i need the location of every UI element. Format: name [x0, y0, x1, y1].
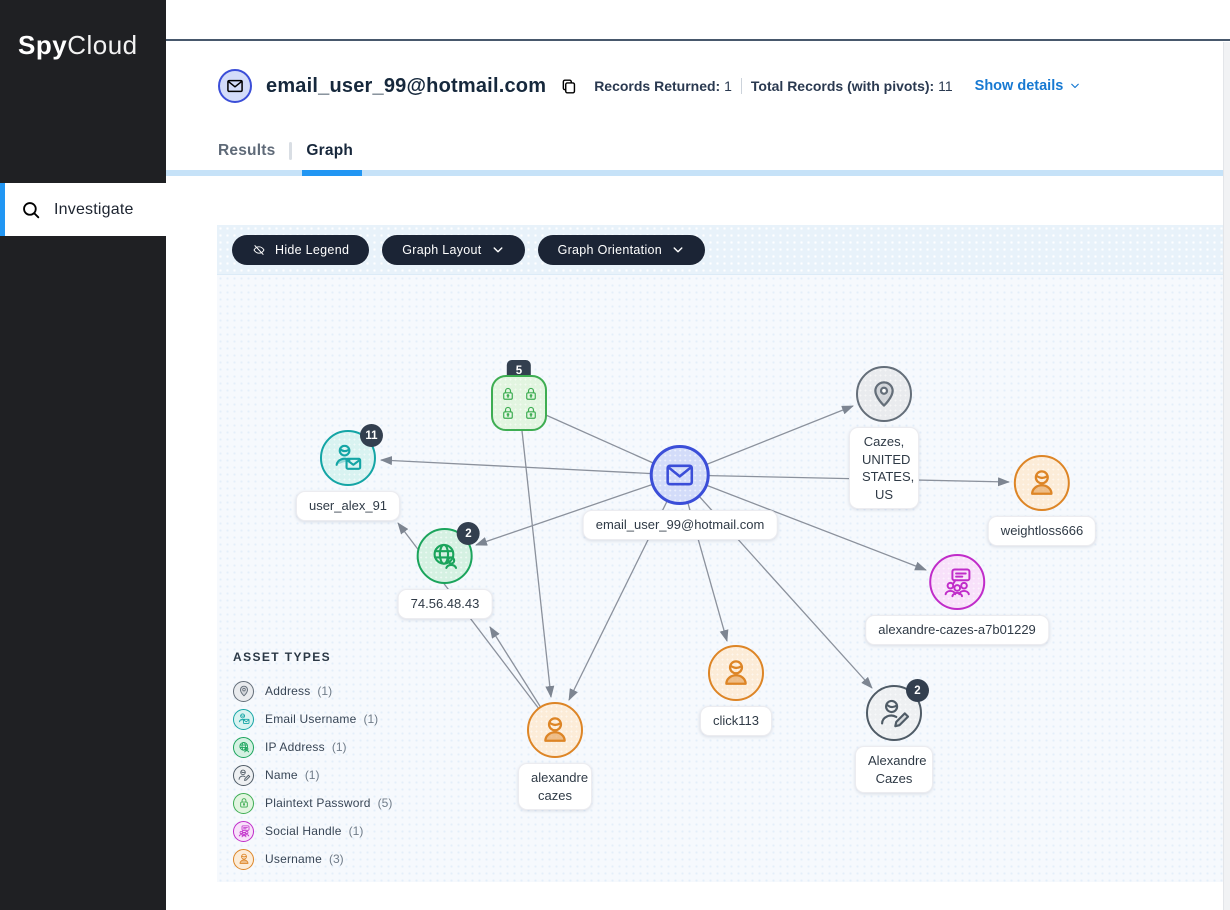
active-tab-underline [302, 170, 362, 176]
legend-item-name: Name (1) [233, 761, 392, 789]
map-pin-icon [233, 680, 254, 702]
node-label: click113 [699, 706, 773, 736]
legend-item-social: Social Handle (1) [233, 817, 392, 845]
node-label: alexandre-cazes-a7b01229 [865, 615, 1049, 645]
show-details-link[interactable]: Show details [975, 78, 1082, 94]
tab-results[interactable]: Results [218, 141, 276, 159]
sidebar-item-investigate[interactable]: Investigate [0, 183, 166, 236]
graph-node-alexandre-cazes[interactable]: alexandre cazes [518, 702, 592, 811]
node-label: user_alex_91 [295, 491, 401, 521]
graph-node-ip-74-56-48-43[interactable]: 2 74.56.48.43 [397, 522, 493, 619]
graph-node-email[interactable]: email_user_99@hotmail.com [582, 445, 778, 540]
node-count-badge: 2 [906, 679, 929, 702]
scrollbar[interactable] [1223, 42, 1230, 910]
node-label: 74.56.48.43 [397, 589, 493, 619]
group-chat-icon [233, 820, 254, 842]
search-icon [23, 201, 40, 218]
graph-layout-button[interactable]: Graph Layout [382, 234, 525, 265]
top-bar [166, 0, 1230, 41]
legend-count: (1) [304, 768, 320, 782]
legend-count: (1) [348, 824, 364, 838]
asset-types-legend: ASSET TYPES Address(1)Email Username(1)I… [233, 650, 392, 873]
person-icon [233, 848, 254, 870]
node-count-badge: 2 [457, 522, 480, 545]
node-label: Cazes, UNITED STATES, US [849, 427, 919, 510]
map-pin-icon [856, 366, 912, 422]
legend-title: ASSET TYPES [233, 650, 332, 664]
records-returned: Records Returned: 1 [594, 78, 732, 94]
sidebar-item-label: Investigate [54, 200, 134, 218]
graph-node-social-handle[interactable]: alexandre-cazes-a7b01229 [865, 554, 1049, 645]
legend-label: Username [265, 852, 322, 866]
graph-node-passwords[interactable]: 5 [491, 360, 547, 431]
logo-text-cloud: Cloud [67, 30, 138, 60]
node-count-badge: 5 [506, 360, 532, 382]
person-icon [527, 702, 583, 758]
node-label: alexandre cazes [518, 763, 592, 811]
legend-label: Plaintext Password [265, 796, 371, 810]
legend-count: (1) [363, 712, 379, 726]
chevron-down-icon [1071, 83, 1080, 89]
stats-divider [740, 78, 742, 94]
legend-label: IP Address [265, 740, 325, 754]
graph-canvas[interactable]: ASSET TYPES Address(1)Email Username(1)I… [217, 275, 1224, 882]
legend-label: Social Handle [265, 824, 342, 838]
node-label: email_user_99@hotmail.com [582, 510, 778, 540]
chevron-down-icon [493, 246, 503, 252]
tab-divider [289, 141, 293, 160]
envelope-icon [650, 445, 710, 505]
globe-person-icon [233, 736, 254, 758]
lock-icon: 5 [491, 360, 547, 431]
legend-count: (1) [331, 740, 347, 754]
graph-node-address-cazes[interactable]: Cazes, UNITED STATES, US [849, 366, 919, 510]
eye-slash-icon [253, 244, 265, 255]
graph-node-user-alex-91[interactable]: 11 user_alex_91 [295, 424, 401, 521]
graph-orientation-button[interactable]: Graph Orientation [537, 234, 706, 265]
graph-panel: Hide Legend Graph Layout Graph Orientati… [217, 225, 1224, 882]
chevron-down-icon [673, 246, 683, 252]
main-content: email_user_99@hotmail.com Records Return… [166, 0, 1230, 910]
record-stats: Records Returned: 1 Total Records (with … [594, 78, 953, 94]
hide-legend-button[interactable]: Hide Legend [232, 234, 370, 265]
person-icon [707, 645, 764, 701]
graph-node-click113[interactable]: click113 [699, 645, 773, 736]
logo-text-spy: Spy [18, 30, 68, 60]
tab-graph[interactable]: Graph [306, 141, 354, 159]
legend-item-password: Plaintext Password (5) [233, 789, 392, 817]
page-title: email_user_99@hotmail.com [266, 74, 547, 97]
person-pencil-icon: 2 [866, 679, 929, 741]
legend-count: (3) [328, 852, 344, 866]
sidebar: SpyCloud Investigate [0, 0, 166, 910]
legend-label: Name [265, 768, 298, 782]
legend-item-address: Address (1) [233, 677, 392, 705]
graph-toolbar: Hide Legend Graph Layout Graph Orientati… [217, 225, 1224, 275]
graph-node-weightloss666[interactable]: weightloss666 [987, 455, 1097, 546]
tab-strip [166, 170, 1230, 176]
tab-bar: Results Graph [166, 131, 1230, 170]
person-mail-icon [233, 708, 254, 730]
globe-person-icon: 2 [417, 522, 480, 584]
legend-item-ip: IP Address (1) [233, 733, 392, 761]
spycloud-logo[interactable]: SpyCloud [18, 30, 166, 61]
node-label: weightloss666 [987, 516, 1097, 546]
legend-count: (1) [317, 684, 333, 698]
person-mail-icon: 11 [320, 424, 383, 486]
legend-label: Address [265, 684, 311, 698]
person-pencil-icon [233, 764, 254, 786]
group-chat-icon [929, 554, 985, 610]
legend-count: (5) [377, 796, 393, 810]
legend-item-email_username: Email Username (1) [233, 705, 392, 733]
email-entity-icon [218, 69, 252, 103]
page-header: email_user_99@hotmail.com Records Return… [166, 41, 1230, 131]
node-count-badge: 11 [360, 424, 383, 447]
node-label: Alexandre Cazes [855, 746, 933, 794]
total-records: Total Records (with pivots): 11 [750, 78, 953, 94]
legend-label: Email Username [265, 712, 357, 726]
copy-icon[interactable] [559, 77, 578, 96]
person-icon [1013, 455, 1070, 511]
legend-item-username: Username (3) [233, 845, 392, 873]
lock-icon [233, 792, 254, 814]
